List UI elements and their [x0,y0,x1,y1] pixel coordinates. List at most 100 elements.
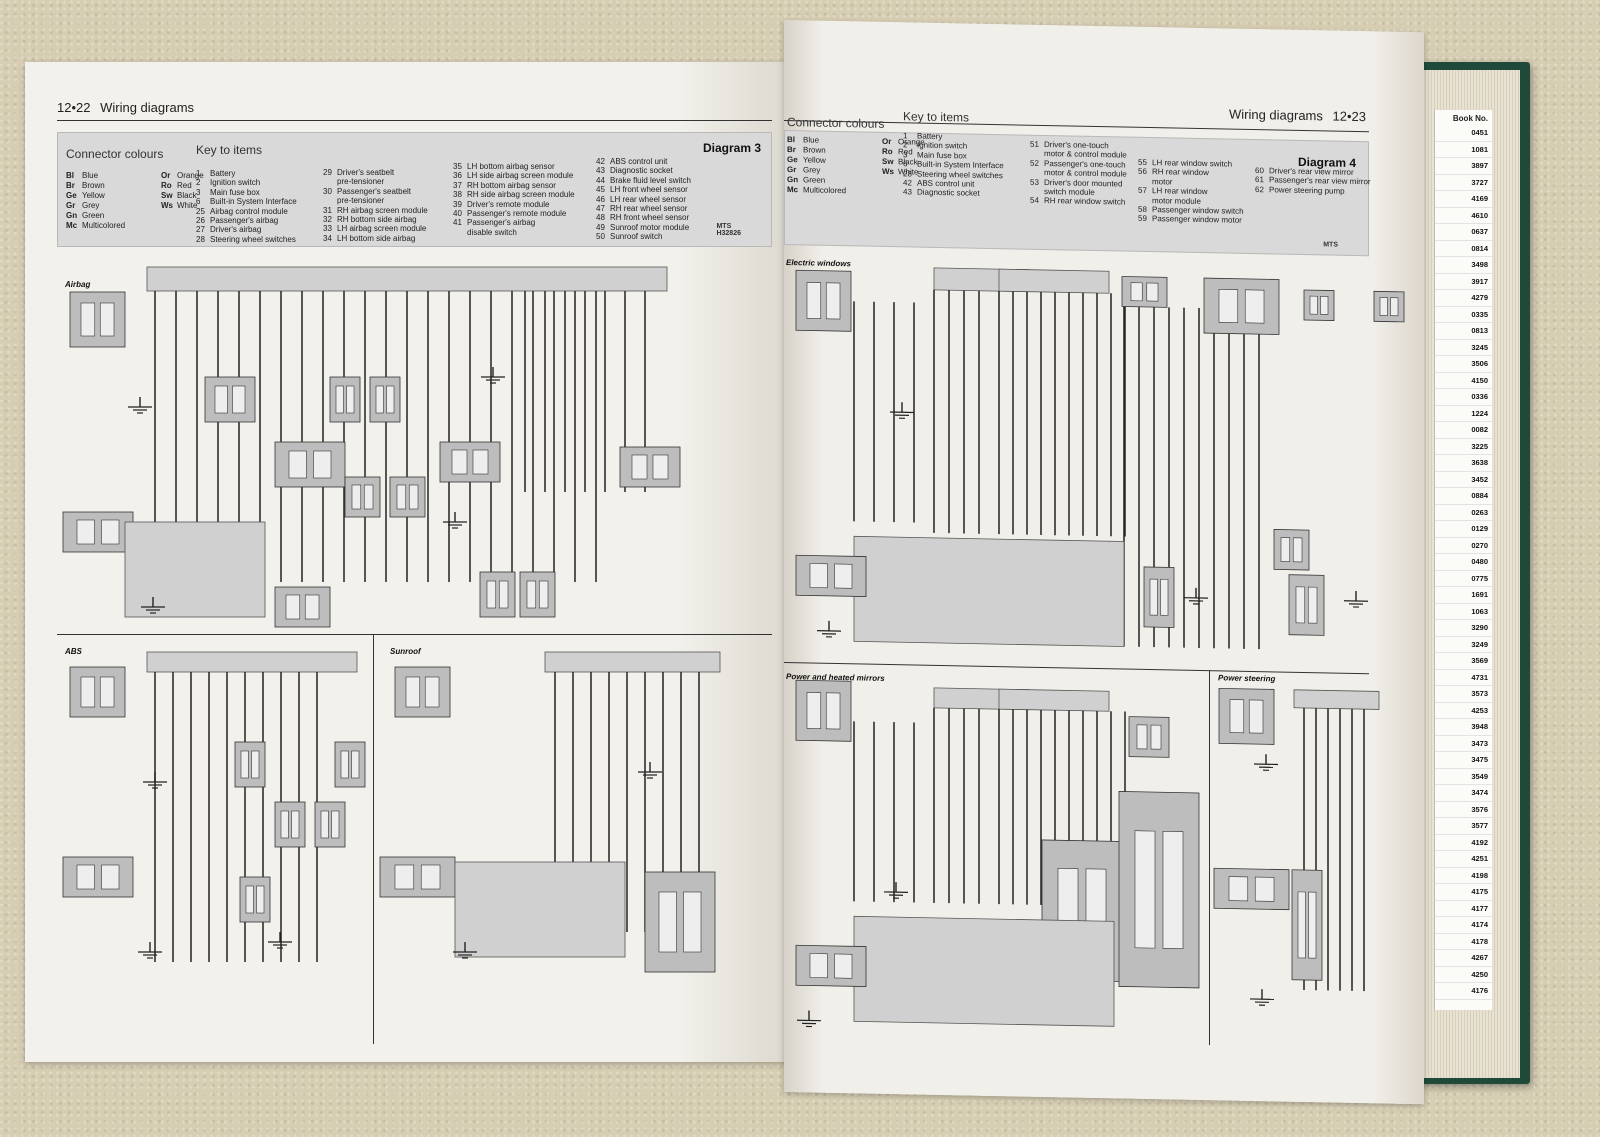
component-element [1280,537,1291,563]
key-item-label: RH side airbag screen module [467,190,575,200]
left-mts-code: MTS H32826 [716,223,741,237]
header-rule [57,120,772,121]
tab-number: 3498 [1435,257,1492,274]
connector-block [544,651,721,673]
section-divider-h [57,634,772,635]
component-element [280,810,289,839]
key-item-number: 43 [596,166,605,176]
component-element [1146,282,1159,302]
component-element [486,580,497,609]
key-item-label: Steering wheel switches [210,234,296,244]
tab-number: 3245 [1435,340,1492,356]
component-element [472,449,489,475]
key-item-number: 2 [196,178,201,188]
component-element [101,519,120,545]
left-page-number: 12•22 [57,100,91,115]
component [314,801,346,848]
tab-number: 3948 [1435,719,1492,736]
colour-code: Gn [66,211,78,220]
colour-code: Br [66,181,75,190]
key-item-number: 40 [453,209,462,219]
component [795,269,852,332]
component-element [1379,297,1388,316]
tab-number: 3474 [1435,785,1492,802]
component [1213,867,1290,911]
component-element [1150,724,1162,750]
component [479,571,516,618]
tab-number: 3475 [1435,752,1492,769]
key-item-label: Battery [210,169,236,178]
component-element [232,385,246,414]
key-item-label: Main fuse box [210,187,260,197]
component [1291,869,1323,981]
left-page-header: 12•22 Wiring diagrams [57,100,194,115]
colour-code: Ws [161,201,173,210]
tab-number: 3225 [1435,439,1492,455]
tab-number: 3506 [1435,356,1492,373]
tab-number: 1224 [1435,406,1492,422]
key-item-label: pre-tensioner [337,196,385,206]
tab-number: 3452 [1435,472,1492,488]
component [204,376,256,423]
key-item-label: disable switch [467,227,517,237]
key-item-number: 6 [196,197,201,207]
component-element [76,864,95,890]
component [369,376,401,423]
key-item-label: LH front wheel sensor [610,185,688,195]
component-element [451,449,468,475]
component-element [320,810,329,839]
key-item-number: 44 [596,175,605,185]
component-element [331,810,340,839]
component [1303,289,1335,321]
colour-name: Yellow [82,191,105,200]
component [1203,277,1280,335]
tab-number: 3473 [1435,736,1492,752]
component [519,571,556,618]
component-element [1308,891,1317,959]
component [239,876,271,923]
tab-number: 0082 [1435,422,1492,439]
key-item-number: 50 [596,232,605,242]
key-item: pre-tensioner [323,177,428,186]
key-item-label: Driver's remote module [467,199,550,209]
component [69,291,126,348]
tab-number: 4198 [1435,868,1492,884]
colour-name: Orange [177,171,204,180]
key-item: pre-tensioner [323,196,428,205]
key-item-number: 41 [453,218,462,228]
key-item: disable switch [453,228,575,237]
component-element [834,953,853,979]
key-item-label: Airbag control module [210,206,288,216]
colour-code: Or [161,171,171,180]
colour-name: Brown [82,181,105,190]
key-item-label: Passenger's seatbelt [337,186,412,196]
tab-number: 0813 [1435,323,1492,340]
key-to-items-title: Key to items [196,143,263,157]
component [389,476,426,518]
key-item-label: pre-tensioner [337,177,385,187]
key-item-label: RH airbag screen module [337,205,428,215]
key-item-label: Driver's airbag [210,225,262,235]
component-element [80,676,96,708]
connector-block [146,266,668,292]
key-item-label: LH bottom side airbag [337,233,416,243]
component-element [340,750,349,779]
component [795,554,867,597]
